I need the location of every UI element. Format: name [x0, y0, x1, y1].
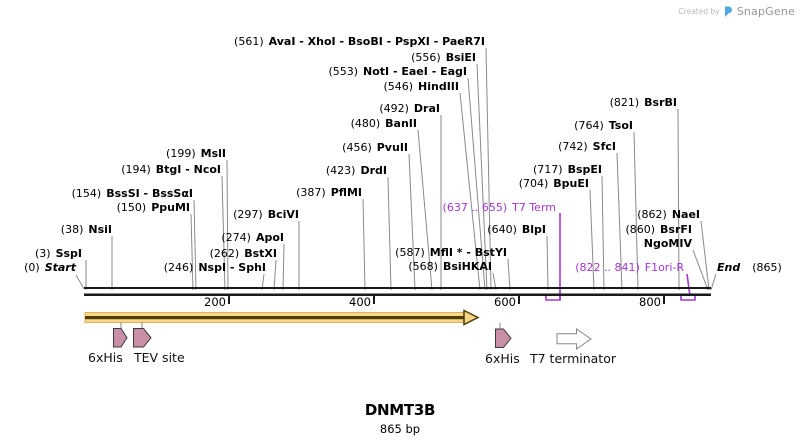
site-label-3[interactable]: (3)SspI: [34, 247, 82, 260]
his-tag-2-arrow[interactable]: [495, 328, 512, 348]
ruler-label-800: 800: [639, 295, 661, 309]
site-label-start[interactable]: (0)Start: [24, 261, 76, 274]
t7-terminator-arrow[interactable]: [556, 328, 592, 350]
site-label-556[interactable]: (556)BsiEI: [411, 51, 476, 64]
site-label-194[interactable]: (194)BtgI - NcoI: [121, 163, 221, 176]
orf-arrow[interactable]: [84, 309, 480, 326]
t7-terminator-label[interactable]: T7 terminator: [530, 351, 616, 366]
tick-600: [518, 296, 520, 304]
site-label-568[interactable]: (568)BsiHKAI: [408, 260, 492, 273]
site-label-456[interactable]: (456)PvuII: [342, 141, 408, 154]
his-tag-1-label[interactable]: 6xHis: [88, 350, 123, 365]
site-label-492[interactable]: (492)DraI: [379, 102, 440, 115]
site-label-262[interactable]: (262)BstXI: [209, 247, 277, 260]
site-label-742[interactable]: (742)SfcI: [558, 140, 616, 153]
site-label-423[interactable]: (423)DrdI: [325, 164, 387, 177]
site-label-297[interactable]: (297)BciVI: [233, 208, 299, 221]
site-label-387[interactable]: (387)PflMI: [296, 186, 362, 199]
site-label-t7-term[interactable]: (637 .. 655)T7 Term: [442, 201, 556, 214]
site-label-587[interactable]: (587)MflI * - BstYI: [395, 246, 507, 259]
site-label-f1ori[interactable]: (822 .. 841)F1ori-R: [575, 261, 684, 274]
orf-arrowhead: [463, 309, 480, 326]
construct-length: 865 bp: [379, 422, 421, 436]
snapgene-brand-text: SnapGene: [736, 5, 795, 18]
snapgene-logo-icon: [724, 6, 732, 17]
site-label-ngomiv[interactable]: NgoMIV: [643, 237, 692, 250]
tev-site-label[interactable]: TEV site: [134, 350, 185, 365]
construct-name: DNMT3B: [364, 401, 436, 419]
site-label-862[interactable]: (862)NaeI: [637, 208, 700, 221]
site-label-150[interactable]: (150)PpuMI: [116, 201, 190, 214]
site-label-640[interactable]: (640)BlpI: [487, 223, 546, 236]
tick-200: [228, 296, 230, 304]
site-label-480[interactable]: (480)BanII: [350, 117, 417, 130]
site-label-38[interactable]: (38)NsiI: [60, 223, 112, 236]
site-label-546[interactable]: (546)HindIII: [383, 80, 459, 93]
ruler-label-400: 400: [349, 295, 371, 309]
site-label-821[interactable]: (821)BsrBI: [609, 96, 677, 109]
his-tag-1-arrow[interactable]: [113, 328, 128, 348]
site-label-199[interactable]: (199)MslI: [166, 147, 226, 160]
site-label-764[interactable]: (764)TsoI: [574, 119, 633, 132]
sequence-line-top: [84, 287, 711, 289]
connector-lines: [75, 47, 717, 291]
his-tag-2-label[interactable]: 6xHis: [485, 351, 520, 366]
site-label-246[interactable]: (246)NspI - SphI: [163, 261, 266, 274]
tick-800: [663, 296, 665, 304]
site-label-860[interactable]: (860)BsrFI: [625, 223, 692, 236]
site-label-561[interactable]: (561)AvaI - XhoI - BsoBI - PspXI - PaeR7…: [234, 35, 485, 48]
site-label-717[interactable]: (717)BspEI: [532, 163, 602, 176]
snapgene-credit: Created by SnapGene: [678, 5, 795, 18]
site-label-704[interactable]: (704)BpuEI: [518, 177, 589, 190]
ruler-label-600: 600: [494, 295, 516, 309]
created-by-text: Created by: [678, 7, 720, 16]
feature-stubs: [120, 322, 501, 329]
orf-centerline: [85, 316, 464, 320]
sequence-line-bottom: [84, 293, 711, 296]
site-label-154[interactable]: (154)BssSI - BssSαI: [71, 187, 193, 200]
tev-site-arrow[interactable]: [133, 328, 152, 348]
feature-range-marks: [545, 213, 696, 301]
site-label-553[interactable]: (553)NotI - EaeI - EagI: [328, 65, 467, 78]
tick-400: [373, 296, 375, 304]
f1ori-bracket: [680, 295, 696, 301]
f1ori-connector: [686, 273, 691, 297]
ruler-label-200: 200: [204, 295, 226, 309]
t7-term-bracket: [545, 295, 561, 301]
sequence-ruler[interactable]: [84, 287, 711, 304]
construct-title-block: DNMT3B 865 bp: [364, 401, 436, 436]
site-label-end[interactable]: End(865): [717, 261, 782, 274]
site-label-274[interactable]: (274)ApoI: [221, 231, 284, 244]
